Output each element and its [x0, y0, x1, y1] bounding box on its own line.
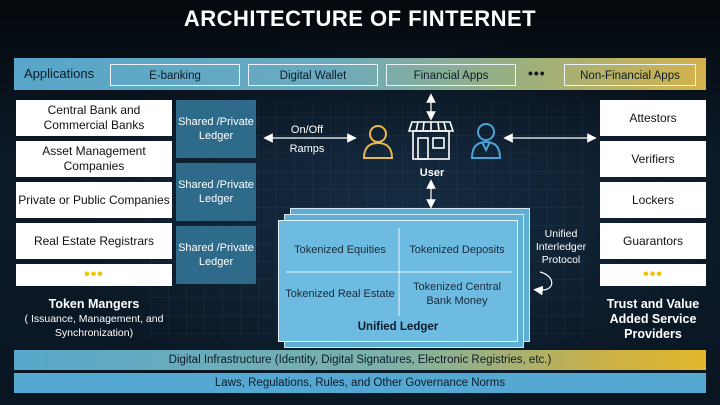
trust-guarantors: Guarantors: [600, 223, 706, 259]
token-managers-title: Token Mangers: [48, 297, 140, 311]
shared-private-ledger-3: Shared /Private Ledger: [176, 226, 256, 284]
token-managers-subtitle: ( Issuance, Management, and Synchronizat…: [24, 313, 164, 339]
page-title: ARCHITECTURE OF FINTERNET: [183, 6, 537, 31]
token-manager-asset-management: Asset Management Companies: [16, 141, 172, 177]
unified-interledger-protocol-label: Unified Interledger Protocol: [535, 228, 587, 267]
tokenized-deposits: Tokenized Deposits: [409, 243, 505, 256]
digital-infrastructure-bar: Digital Infrastructure (Identity, Digita…: [14, 350, 706, 370]
applications-bar: [14, 58, 706, 90]
tokenized-equities: Tokenized Equities: [294, 243, 386, 256]
trust-title: Trust and Value Added Service Providers: [606, 297, 700, 341]
ramps-label-line2: Ramps: [289, 143, 325, 155]
token-manager-central-bank: Central Bank and Commercial Banks: [16, 100, 172, 136]
applications-label: Applications: [24, 66, 95, 81]
user-person-icon-blue: [470, 123, 502, 159]
trust-attestors: Attestors: [600, 100, 706, 136]
trust-ellipsis: •••: [600, 264, 706, 286]
app-e-banking[interactable]: E-banking: [110, 64, 240, 86]
unified-ledger-title: Unified Ledger: [357, 321, 439, 333]
app-non-financial-apps[interactable]: Non-Financial Apps: [564, 64, 696, 86]
governance-bar: Laws, Regulations, Rules, and Other Gove…: [14, 373, 706, 393]
ramps-label-line1: On/Off: [290, 124, 324, 136]
storefront-icon: [407, 121, 455, 160]
app-digital-wallet[interactable]: Digital Wallet: [248, 64, 378, 86]
token-manager-companies: Private or Public Companies: [16, 182, 172, 218]
token-manager-real-estate: Real Estate Registrars: [16, 223, 172, 259]
token-manager-ellipsis: •••: [16, 264, 172, 286]
user-person-icon-gold: [362, 125, 394, 159]
app-financial-apps[interactable]: Financial Apps: [386, 64, 516, 86]
tokenized-real-estate: Tokenized Real Estate: [285, 287, 395, 300]
unified-ledger-panel: [278, 220, 518, 342]
app-ellipsis: •••: [528, 65, 546, 81]
shared-private-ledger-2: Shared /Private Ledger: [176, 163, 256, 221]
shared-private-ledger-1: Shared /Private Ledger: [176, 100, 256, 158]
protocol-loop-arrow: [533, 271, 553, 296]
tokenized-central-bank-money: Tokenized Central Bank Money: [412, 280, 502, 307]
trust-verifiers: Verifiers: [600, 141, 706, 177]
user-label: User: [419, 167, 445, 179]
trust-lockers: Lockers: [600, 182, 706, 218]
